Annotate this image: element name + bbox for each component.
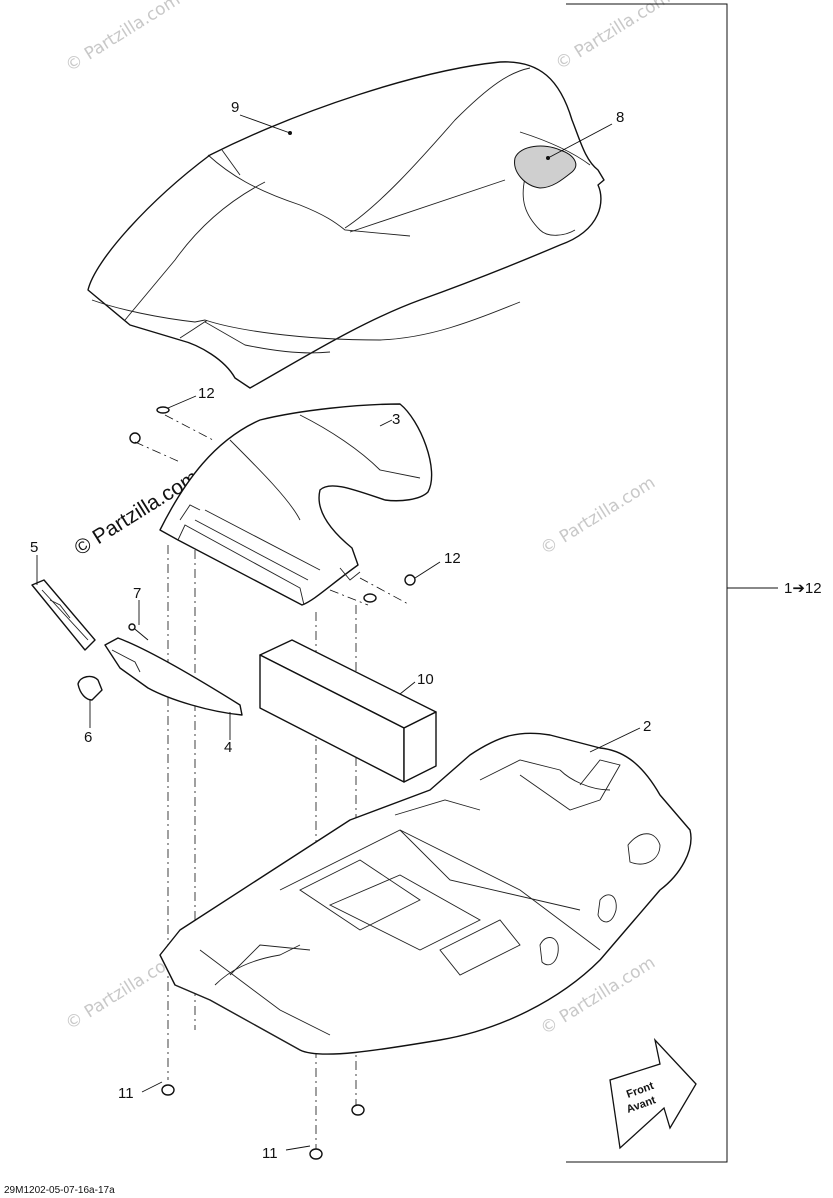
callout-labels: 9 8 12 3 5 12 7 10 2 6 4 11 11 (30, 99, 651, 1162)
callout-9[interactable]: 9 (231, 99, 239, 116)
watermark: © Partzilla.com (537, 473, 659, 559)
seat-base-icon[interactable] (159, 403, 433, 606)
callout-8[interactable]: 8 (616, 109, 624, 126)
watermark: © Partzilla.com (62, 0, 184, 76)
callout-2[interactable]: 2 (643, 718, 651, 735)
callout-3[interactable]: 3 (392, 411, 400, 428)
watermark: © Partzilla.com (552, 0, 674, 74)
callout-7[interactable]: 7 (133, 585, 141, 602)
hull-liner-tray-icon[interactable] (159, 727, 692, 1055)
callout-12[interactable]: 12 (444, 550, 461, 567)
seat-cover-icon[interactable] (87, 61, 605, 389)
screw-icon[interactable] (128, 600, 149, 641)
callout-10[interactable]: 10 (417, 671, 434, 688)
push-rivet-icon[interactable] (77, 675, 103, 728)
assembly-bracket (566, 3, 728, 1163)
front-direction-arrow-icon: Front Avant (609, 1037, 697, 1150)
grommet-icon[interactable] (141, 1081, 365, 1160)
foam-block-icon[interactable] (259, 639, 437, 783)
callout-11[interactable]: 11 (118, 1085, 134, 1102)
range-label: 1➔12 (784, 580, 822, 597)
diagram-code: 29M1202-05-07-16a-17a (4, 1185, 115, 1196)
strap-icon[interactable] (31, 555, 96, 651)
callout-11[interactable]: 11 (262, 1145, 278, 1162)
callout-6[interactable]: 6 (84, 729, 92, 746)
callout-5[interactable]: 5 (30, 539, 38, 556)
grip-pad-icon[interactable] (514, 123, 613, 189)
callout-12[interactable]: 12 (198, 385, 215, 402)
flap-panel-icon[interactable] (104, 637, 243, 740)
callout-4[interactable]: 4 (224, 739, 232, 756)
washer-icon[interactable] (129, 395, 441, 603)
